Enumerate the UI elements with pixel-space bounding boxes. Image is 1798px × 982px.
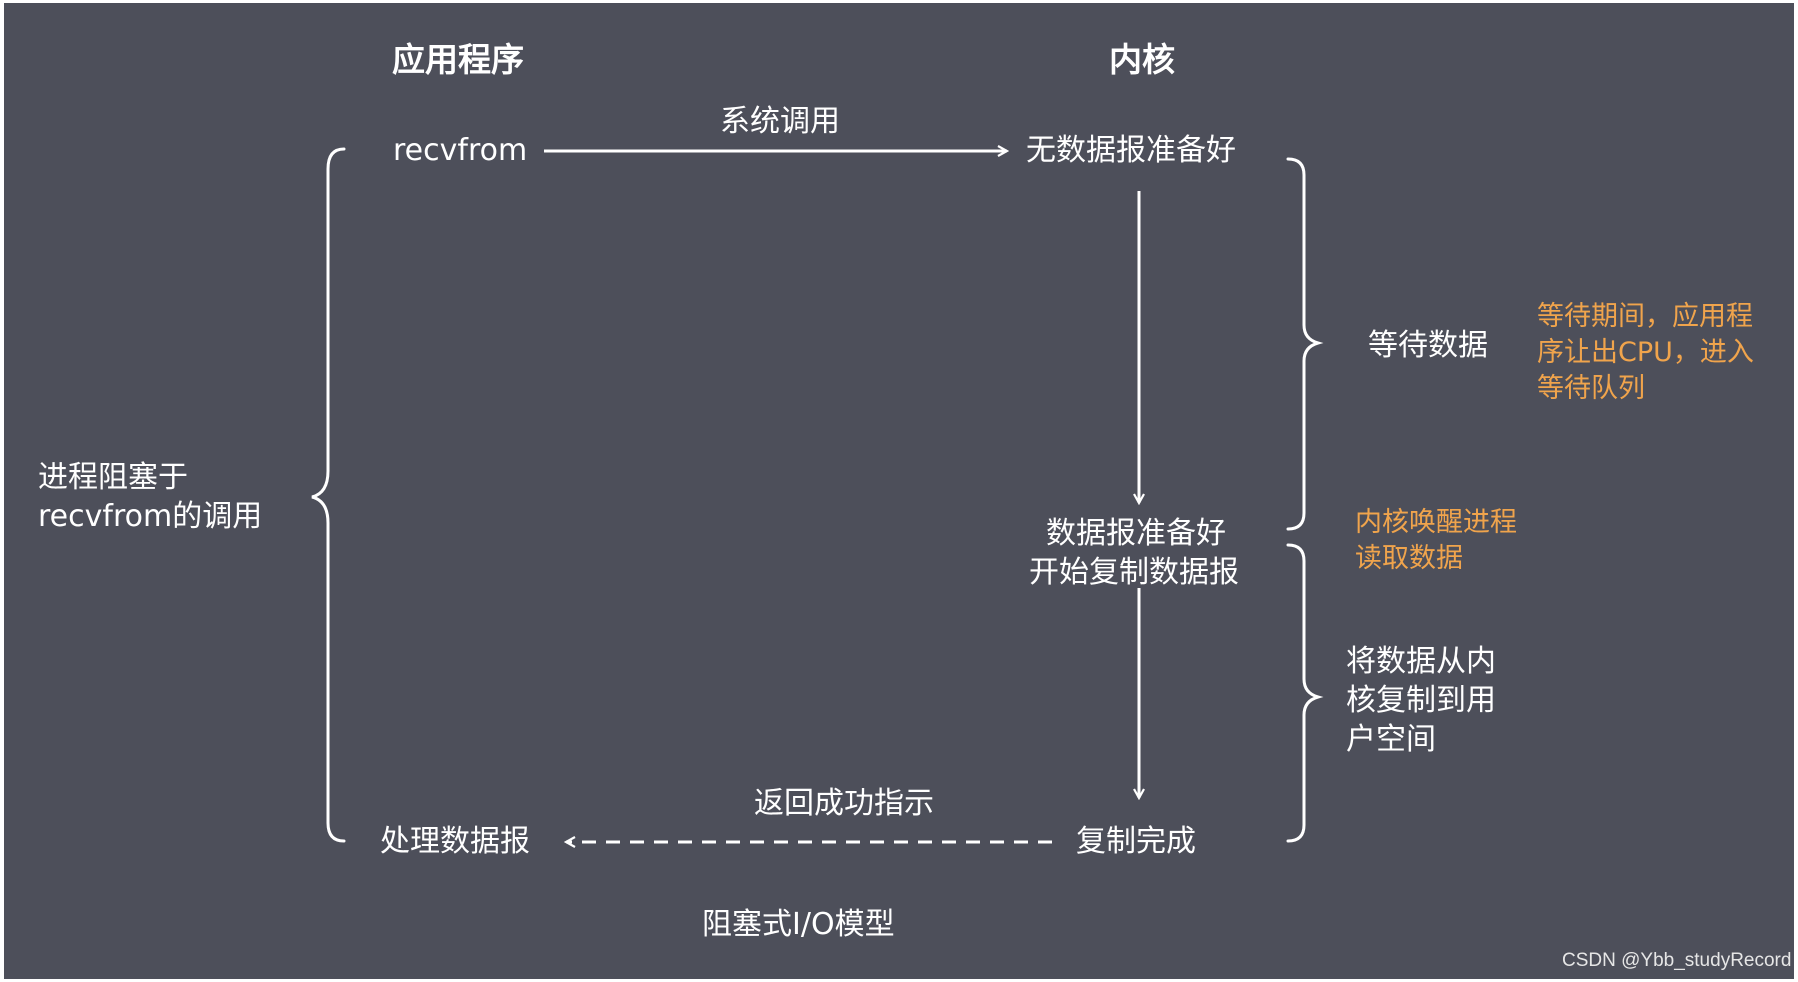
wait-note-line1: 等待期间，应用程 <box>1537 301 1753 332</box>
wake-note-line1: 内核唤醒进程 <box>1355 507 1517 538</box>
blocked-label-line2: recvfrom的调用 <box>38 499 263 534</box>
application-header: 应用程序 <box>392 40 524 79</box>
wake-note-line2: 读取数据 <box>1355 543 1463 574</box>
kernel-header: 内核 <box>1109 40 1175 79</box>
copy-label-line3: 户空间 <box>1346 722 1436 757</box>
copy-complete-label: 复制完成 <box>1076 824 1196 859</box>
copy-label-line2: 核复制到用 <box>1346 683 1496 718</box>
start-copy-label: 开始复制数据报 <box>1029 555 1239 590</box>
no-datagram-label: 无数据报准备好 <box>1026 133 1236 168</box>
diagram-caption: 阻塞式I/O模型 <box>702 907 895 942</box>
blocked-label-line1: 进程阻塞于 <box>38 460 188 495</box>
wait-note-line2: 序让出CPU，进入 <box>1537 337 1754 368</box>
wait-data-label: 等待数据 <box>1368 328 1488 363</box>
syscall-label: 系统调用 <box>720 104 840 139</box>
datagram-ready-label: 数据报准备好 <box>1046 516 1226 551</box>
diagram-lines <box>311 3 1324 979</box>
wait-brace <box>1286 157 1324 531</box>
blocked-brace <box>311 147 346 843</box>
copy-brace <box>1286 543 1324 843</box>
return-success-label: 返回成功指示 <box>754 786 934 821</box>
recvfrom-label: recvfrom <box>393 133 528 168</box>
diagram-canvas: 应用程序 内核 recvfrom 处理数据报 系统调用 返回成功指示 无数据报准… <box>4 3 1794 979</box>
watermark: CSDN @Ybb_studyRecord <box>1562 950 1792 971</box>
wait-note-line3: 等待队列 <box>1537 373 1645 404</box>
copy-label-line1: 将数据从内 <box>1346 644 1496 679</box>
process-datagram-label: 处理数据报 <box>380 824 530 859</box>
